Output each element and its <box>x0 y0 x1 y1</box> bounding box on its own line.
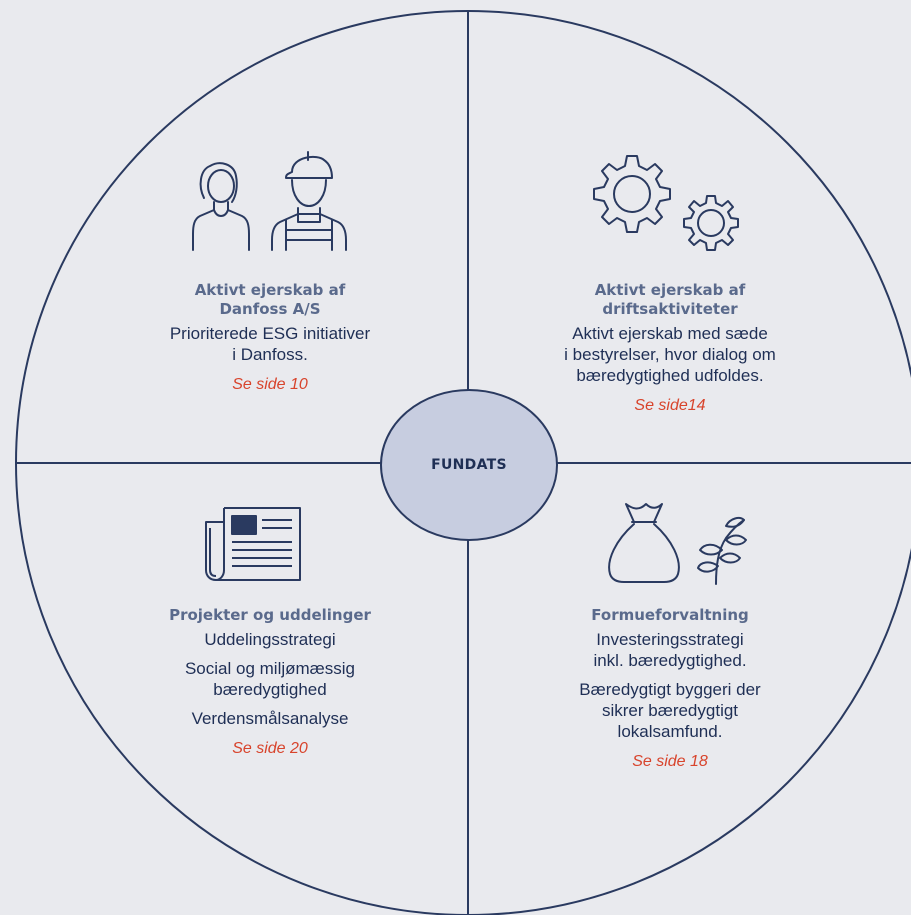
quadrant-top-left: Aktivt ejerskab af Danfoss A/S Prioriter… <box>130 281 410 395</box>
page-reference: Se side 18 <box>632 753 708 770</box>
quadrant-text: lokalsamfund. <box>617 722 723 741</box>
gears-icon <box>593 155 739 251</box>
page-reference: Se side14 <box>634 397 706 414</box>
quadrant-text: Aktivt ejerskab med sæde <box>572 324 768 343</box>
page-reference: Se side 20 <box>232 740 308 757</box>
quadrant-top-right: Aktivt ejerskab af driftsaktiviteter Akt… <box>520 281 820 416</box>
quadrant-text: Investeringsstrategi <box>596 630 744 649</box>
center-circle <box>380 389 558 541</box>
quadrant-title: Aktivt ejerskab af <box>594 281 746 299</box>
quadrant-text: Prioriterede ESG initiativer <box>169 324 371 343</box>
quadrant-text: Uddelingsstrategi <box>204 630 336 649</box>
quadrant-text: bæredygtighed udfoldes. <box>576 366 764 385</box>
page-reference: Se side 10 <box>232 376 308 393</box>
quadrant-title: Formueforvaltning <box>591 606 749 624</box>
quadrant-title: driftsaktiviteter <box>602 300 738 318</box>
quadrant-bottom-right: Formueforvaltning Investeringsstrategi i… <box>520 606 820 772</box>
newspaper-icon <box>205 507 301 581</box>
quadrant-title: Aktivt ejerskab af <box>194 281 346 299</box>
moneybag-plant-icon <box>608 503 747 585</box>
quadrant-text: i Danfoss. <box>232 345 308 364</box>
quadrant-title: Danfoss A/S <box>219 300 321 318</box>
quadrant-text: inkl. bæredygtighed. <box>593 651 747 670</box>
quadrant-title: Projekter og uddelinger <box>169 606 371 624</box>
quadrant-text: sikrer bæredygtigt <box>601 701 739 720</box>
center-label: FUNDATS <box>431 457 507 473</box>
quadrant-text: Social og miljømæssig <box>184 659 356 678</box>
quadrant-text: i bestyrelser, hvor dialog om <box>564 345 776 364</box>
quadrant-text: bæredygtighed <box>213 680 327 699</box>
quadrant-bottom-left: Projekter og uddelinger Uddelingsstrateg… <box>120 606 420 759</box>
quadrant-text: Bæredygtigt byggeri der <box>579 680 761 699</box>
quadrant-text: Verdensmålsanalyse <box>191 709 349 728</box>
people-icon <box>192 151 347 251</box>
